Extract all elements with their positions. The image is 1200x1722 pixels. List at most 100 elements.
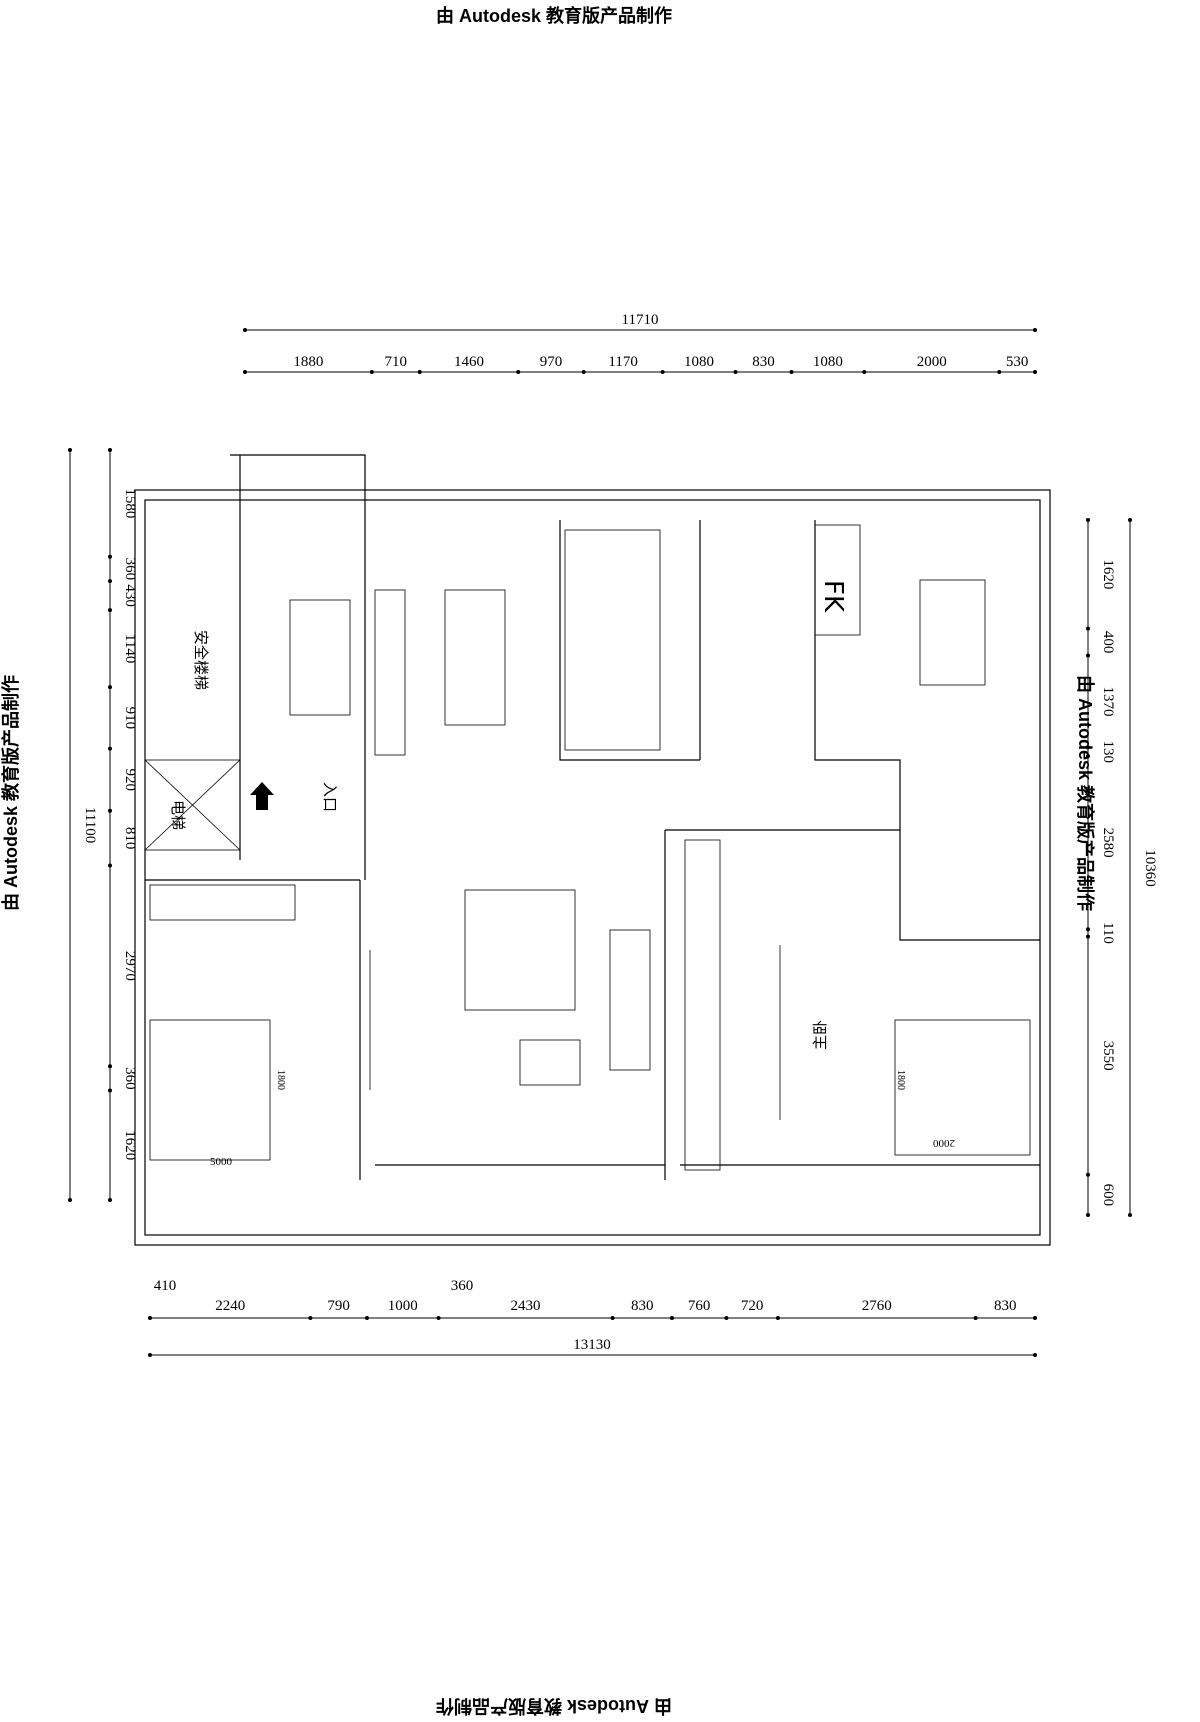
dimension-label: 2430 bbox=[511, 1298, 541, 1314]
bed-left-size: 5000 bbox=[210, 1156, 233, 1168]
dimension-tick bbox=[108, 746, 112, 751]
dimension-label: 2580 bbox=[1100, 828, 1116, 858]
dimension-tick bbox=[108, 685, 112, 690]
dimension-tick bbox=[364, 1316, 369, 1320]
dimension-tick bbox=[581, 370, 586, 374]
dimension-label: 710 bbox=[385, 354, 408, 370]
dimension-label: 720 bbox=[741, 1298, 764, 1314]
dimension-label: 1580 bbox=[122, 488, 138, 518]
dimension-tick bbox=[108, 554, 112, 559]
dimension-label: 2760 bbox=[862, 1298, 892, 1314]
dimension-label: 1880 bbox=[293, 354, 323, 370]
dimension-label: 360 bbox=[122, 558, 138, 581]
entrance-label: 入口 bbox=[321, 782, 339, 812]
dimension-label: 1620 bbox=[1100, 559, 1116, 589]
dimension-tick bbox=[148, 1316, 152, 1320]
dimension-tick bbox=[733, 370, 738, 374]
dimension-label: 3550 bbox=[1100, 1041, 1116, 1071]
dimension-label: 11100 bbox=[82, 807, 98, 843]
dimension-label: 1460 bbox=[454, 354, 484, 370]
dimension-label: 1080 bbox=[684, 354, 714, 370]
dimension-tick bbox=[68, 448, 72, 452]
dimension-tick bbox=[148, 1353, 152, 1357]
dimension-lines: 11710 1880 710 1460 970 1170 1080 830 1080 2000 53… bbox=[68, 312, 1158, 1357]
dimension-tick bbox=[1086, 754, 1090, 759]
dimension-tick bbox=[724, 1316, 729, 1320]
dimension-label: 760 bbox=[688, 1298, 711, 1314]
dimension-tick bbox=[417, 370, 422, 374]
dimension-tick bbox=[108, 808, 112, 813]
dimension-tick bbox=[1033, 1316, 1037, 1320]
dimension-label: 1170 bbox=[608, 354, 637, 370]
dimension-tick bbox=[108, 448, 112, 452]
dimension-label: 10360 bbox=[1142, 849, 1158, 887]
dimension-tick bbox=[789, 370, 794, 374]
dimension-label: 13130 bbox=[573, 1337, 611, 1353]
dimension-label: 830 bbox=[994, 1298, 1017, 1314]
dimension-tick bbox=[997, 370, 1002, 374]
stair-label: 安全楼梯 bbox=[192, 630, 210, 690]
dimension-label: 970 bbox=[540, 354, 563, 370]
dimension-label: 400 bbox=[1100, 631, 1116, 654]
fk-label: FK bbox=[818, 580, 848, 613]
dimension-tick bbox=[243, 328, 247, 332]
dimension-tick bbox=[660, 370, 665, 374]
dimension-label: 2240 bbox=[215, 1298, 245, 1314]
dimension-label: 530 bbox=[1006, 354, 1028, 370]
dimension-tick bbox=[1086, 653, 1090, 658]
dimension-label: 410 bbox=[154, 1278, 177, 1294]
dimension-label: 830 bbox=[631, 1298, 654, 1314]
dimension-tick bbox=[436, 1316, 441, 1320]
dimension-tick bbox=[1086, 518, 1090, 522]
dimension-label: 790 bbox=[327, 1298, 350, 1314]
labels: 安全楼梯 入口 电梯 FK 主卧 5000 2000 1800 1800 bbox=[169, 580, 955, 1168]
dimension-tick bbox=[1128, 1213, 1132, 1217]
dimension-tick bbox=[516, 370, 521, 374]
furniture bbox=[149, 524, 1031, 1171]
bed-right-width: 1800 bbox=[895, 1070, 906, 1090]
dimension-tick bbox=[1086, 1172, 1090, 1177]
dimension-tick bbox=[1086, 934, 1090, 939]
dimension-tick bbox=[1086, 927, 1090, 932]
dimension-label: 920 bbox=[122, 768, 138, 791]
bed-left-width: 1800 bbox=[275, 1070, 286, 1090]
dimension-label: 2970 bbox=[122, 951, 138, 981]
dimension-tick bbox=[1128, 518, 1132, 522]
dimension-tick bbox=[308, 1316, 313, 1320]
dimension-label: 430 bbox=[122, 584, 138, 607]
dimension-tick bbox=[243, 370, 247, 374]
dimension-tick bbox=[1033, 328, 1037, 332]
bed-right-size: 2000 bbox=[933, 1137, 956, 1149]
dimension-label: 1080 bbox=[813, 354, 843, 370]
stair-and-elevator bbox=[144, 599, 351, 851]
dimension-tick bbox=[369, 370, 374, 374]
dimension-label: 130 bbox=[1100, 741, 1116, 764]
dimension-label: 360 bbox=[451, 1278, 474, 1294]
master-label: 主卧 bbox=[811, 1020, 829, 1050]
dimension-tick bbox=[1086, 626, 1090, 631]
dimension-label: 1000 bbox=[388, 1298, 418, 1314]
walls bbox=[134, 454, 1051, 1246]
dimension-tick bbox=[862, 370, 867, 374]
dimension-tick bbox=[775, 1316, 780, 1320]
dimension-tick bbox=[108, 1088, 112, 1093]
dimension-label: 360 bbox=[122, 1067, 138, 1090]
dimension-tick bbox=[973, 1316, 978, 1320]
dimension-label: 11710 bbox=[622, 312, 659, 328]
dimension-tick bbox=[1033, 1353, 1037, 1357]
dimension-tick bbox=[108, 1198, 112, 1202]
dimension-tick bbox=[669, 1316, 674, 1320]
dimension-tick bbox=[610, 1316, 615, 1320]
dimension-label: 1370 bbox=[1100, 686, 1116, 716]
watermark-top: 由 Autodesk 教育版产品制作 bbox=[436, 6, 673, 26]
dimension-label: 910 bbox=[122, 707, 138, 730]
dimension-label: 2000 bbox=[917, 354, 947, 370]
dimension-label: 1140 bbox=[122, 634, 138, 663]
dimension-tick bbox=[108, 579, 112, 584]
dimension-label: 110 bbox=[1100, 922, 1116, 944]
dimension-label: 1620 bbox=[122, 1130, 138, 1160]
dimension-label: 600 bbox=[1100, 1184, 1116, 1207]
entrance-arrow-icon bbox=[250, 782, 274, 810]
dimension-label: 810 bbox=[122, 827, 138, 850]
